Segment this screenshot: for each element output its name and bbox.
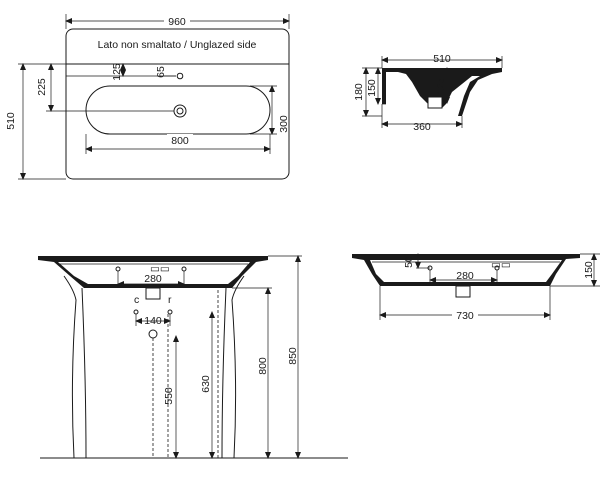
height-550-label: 550 bbox=[163, 387, 175, 405]
tap-offset-125-label: 125 bbox=[111, 63, 123, 81]
section-depth-510-label: 510 bbox=[433, 53, 451, 65]
hot-supply-mark: r bbox=[168, 294, 172, 306]
section-profile bbox=[382, 68, 502, 116]
basin-width-730-label: 730 bbox=[456, 310, 474, 322]
width-960-label: 960 bbox=[168, 16, 186, 28]
section-base-360-label: 360 bbox=[413, 121, 431, 133]
basin-view: ▭▭ 280 50 150 730 bbox=[352, 253, 600, 322]
cold-supply-mark: c bbox=[134, 294, 139, 306]
section-view: 510 180 150 125 360 bbox=[353, 53, 503, 133]
tap-hole-65-label: 65 bbox=[155, 66, 167, 78]
front-spacing-280-label: 280 bbox=[144, 273, 162, 285]
basin-offset-50-label: 50 bbox=[403, 256, 415, 268]
top-view-outline bbox=[65, 28, 290, 180]
unglazed-side-label: Lato non smaltato / Unglazed side bbox=[98, 39, 257, 51]
tap-hole bbox=[176, 72, 184, 80]
drain-hole bbox=[173, 104, 187, 118]
bowl-width-300-label: 300 bbox=[278, 115, 290, 133]
height-800-label: 800 bbox=[257, 357, 269, 375]
basin-overflow-mark: ▭▭ bbox=[491, 259, 511, 271]
basin-spacing-280-label: 280 bbox=[456, 270, 474, 282]
front-spacing-140-label: 140 bbox=[144, 315, 162, 327]
drain-pipe-end bbox=[148, 329, 158, 339]
height-850-label: 850 bbox=[287, 347, 299, 365]
pedestal-right bbox=[231, 275, 245, 459]
pedestal-left bbox=[63, 275, 77, 459]
section-drain-125-label: 125 bbox=[435, 77, 447, 95]
overflow-mark: ▭▭ bbox=[150, 263, 170, 275]
bowl-offset-225-label: 225 bbox=[36, 78, 48, 96]
bowl-length-800-label: 800 bbox=[171, 135, 189, 147]
section-inner-150-label: 150 bbox=[366, 79, 378, 97]
top-view: Lato non smaltato / Unglazed side 960 51… bbox=[5, 14, 290, 180]
front-view: ▭▭ 280 c r 140 550 630 800 bbox=[38, 255, 348, 459]
section-height-180-label: 180 bbox=[353, 83, 365, 101]
height-630-label: 630 bbox=[200, 375, 212, 393]
depth-510-label: 510 bbox=[5, 112, 17, 130]
bowl-outline bbox=[85, 85, 271, 135]
basin-height-150-label: 150 bbox=[583, 261, 595, 279]
